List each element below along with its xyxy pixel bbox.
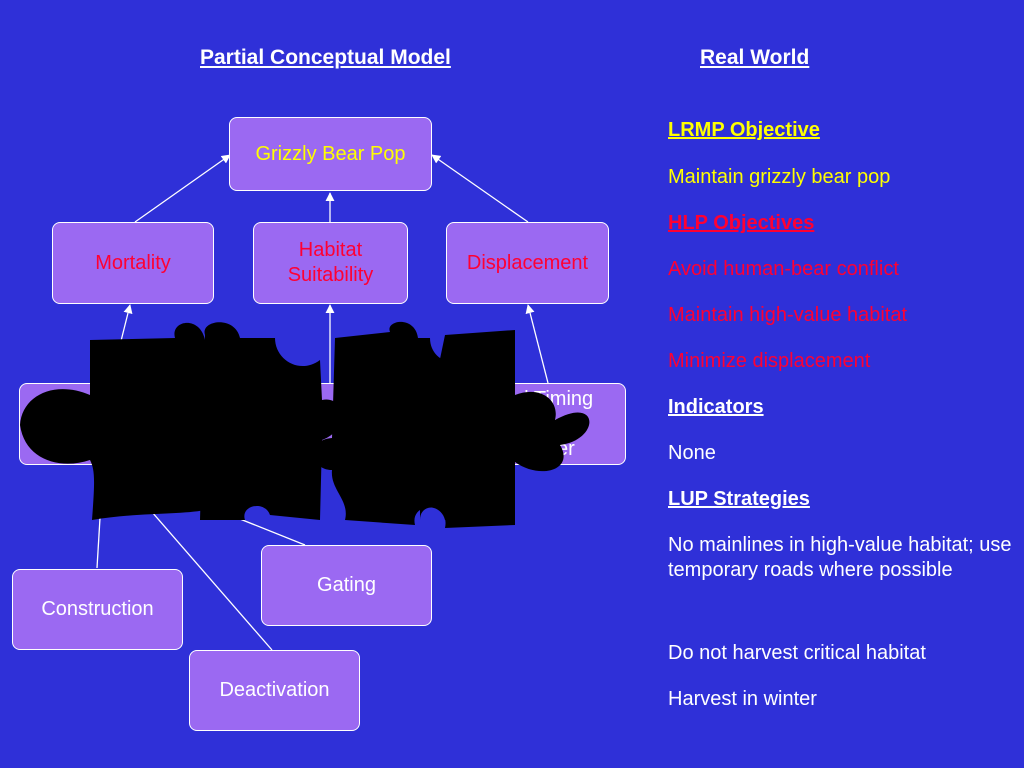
arrow-construction-to-access bbox=[96, 467, 108, 569]
gating-node: Gating bbox=[261, 545, 432, 626]
arrow-mortality-to-grizzly bbox=[134, 154, 231, 223]
conceptual-model-heading: Partial Conceptual Model bbox=[200, 46, 451, 69]
grizzly-bear-pop-node: Grizzly Bear Pop bbox=[229, 117, 432, 191]
real-world-item: Maintain grizzly bear pop bbox=[668, 166, 891, 188]
displacement-node: Displacement bbox=[446, 222, 609, 304]
arrow-displacement-to-grizzly bbox=[431, 154, 529, 223]
real-world-item: Harvest in winter bbox=[668, 688, 817, 710]
road-density-access-node: Road Density (Access) bbox=[19, 383, 191, 465]
arrow-deactivation-to-access bbox=[144, 503, 273, 651]
mortality-node: Mortality bbox=[52, 222, 214, 304]
road-age-node: Road Age Old (%) bbox=[215, 383, 448, 465]
deactivation-node: Deactivation bbox=[189, 650, 360, 731]
real-world-heading-item: HLP Objectives bbox=[668, 212, 815, 234]
real-world-heading: Real World bbox=[700, 46, 810, 69]
habitat-suitability-node: Habitat Suitability bbox=[253, 222, 408, 304]
real-world-item: Maintain high-value habitat bbox=[668, 304, 908, 326]
arrow-access-to-mortality bbox=[109, 304, 133, 386]
real-world-item: No mainlines in high-value habitat; use … bbox=[668, 534, 1012, 581]
real-world-heading-item: LUP Strategies bbox=[668, 488, 810, 510]
real-world-heading-item: Indicators bbox=[668, 396, 764, 418]
construction-node: Construction bbox=[12, 569, 183, 650]
real-world-item: None bbox=[668, 442, 716, 464]
real-world-item: Do not harvest critical habitat bbox=[668, 642, 926, 664]
road-timing-node: Road Timing Limited Summer bbox=[448, 383, 626, 465]
real-world-item: Avoid human-bear conflict bbox=[668, 258, 899, 280]
real-world-item: Minimize displacement bbox=[668, 350, 871, 372]
arrow-timing-to-displacement bbox=[525, 304, 549, 384]
real-world-heading-item: LRMP Objective bbox=[668, 119, 820, 141]
arrow-gating-to-access bbox=[154, 484, 306, 546]
